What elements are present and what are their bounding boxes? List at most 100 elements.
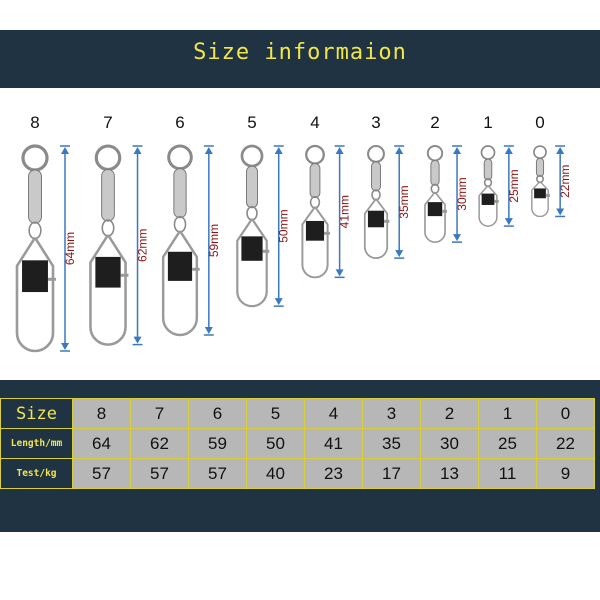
swivel-sleeve bbox=[427, 202, 443, 217]
arrowhead-up bbox=[453, 147, 462, 154]
table-cell: 7 bbox=[130, 398, 189, 429]
swivel-sleeve bbox=[305, 220, 325, 241]
arrowhead-down bbox=[453, 234, 462, 242]
swivel-ring bbox=[21, 144, 49, 172]
swivel-clip bbox=[262, 249, 270, 253]
swivel-clip bbox=[192, 267, 200, 271]
swivel-size-label: 8 bbox=[30, 113, 39, 132]
swivel-size-label: 7 bbox=[103, 113, 112, 132]
arrowhead-down bbox=[204, 326, 213, 334]
table-cell: 30 bbox=[420, 428, 479, 459]
length-label: 30mm bbox=[455, 177, 469, 210]
table-cell: 25 bbox=[478, 428, 537, 459]
swivel-eye bbox=[309, 195, 321, 209]
table-cell: 1 bbox=[478, 398, 537, 429]
table-cell: 0 bbox=[536, 398, 595, 429]
swivel-eye bbox=[101, 219, 115, 237]
swivel-snap bbox=[424, 191, 446, 243]
swivel-barrel bbox=[245, 165, 259, 209]
swivel-snap bbox=[301, 206, 329, 279]
length-label: 64mm bbox=[63, 232, 77, 265]
arrowhead-up bbox=[133, 147, 142, 154]
swivel-ring bbox=[367, 144, 385, 163]
table-cell: 57 bbox=[72, 458, 131, 489]
swivel-ring bbox=[167, 144, 193, 171]
swivel-clip bbox=[442, 209, 448, 213]
swivel-size-label: 6 bbox=[175, 113, 184, 132]
swivel-ring bbox=[533, 145, 547, 159]
length-label: 22mm bbox=[558, 165, 572, 198]
swivel-item: 8 64mm bbox=[15, 113, 77, 353]
swivel-sleeve bbox=[167, 251, 193, 281]
table-cell: 13 bbox=[420, 458, 479, 489]
length-label: 35mm bbox=[397, 185, 411, 218]
length-label: 25mm bbox=[507, 169, 521, 202]
swivel-snap bbox=[89, 234, 127, 346]
swivel-snap bbox=[478, 184, 498, 227]
swivel-eye bbox=[246, 205, 258, 221]
swivel-barrel bbox=[430, 159, 440, 186]
swivel-clip bbox=[120, 273, 129, 277]
table-cell: 50 bbox=[246, 428, 305, 459]
arrowhead-up bbox=[61, 147, 69, 154]
swivel-ring bbox=[305, 144, 325, 165]
table-cell: 5 bbox=[246, 398, 305, 429]
swivel-size-label: 3 bbox=[371, 113, 380, 132]
table-cell: 35 bbox=[362, 428, 421, 459]
length-label: 41mm bbox=[338, 195, 352, 228]
table-cell: 62 bbox=[130, 428, 189, 459]
length-label: 50mm bbox=[277, 209, 291, 242]
arrowhead-up bbox=[504, 147, 513, 154]
table-cell: 2 bbox=[420, 398, 479, 429]
table-cell: 64 bbox=[72, 428, 131, 459]
arrowhead-up bbox=[395, 147, 404, 154]
swivel-item: 6 59mm bbox=[161, 113, 221, 337]
arrowhead-down bbox=[504, 218, 513, 226]
swivel-sleeve bbox=[534, 188, 546, 199]
arrowhead-up bbox=[556, 147, 565, 154]
table-cell: 8 bbox=[72, 398, 131, 429]
swivel-clip bbox=[324, 231, 330, 235]
table-cell: 22 bbox=[536, 428, 595, 459]
swivel-eye bbox=[173, 215, 187, 233]
swivel-sleeve bbox=[241, 236, 263, 261]
swivel-sleeve bbox=[95, 256, 121, 288]
table-cell: 11 bbox=[478, 458, 537, 489]
swivel-sleeve bbox=[22, 260, 48, 293]
arrowhead-down bbox=[556, 208, 565, 216]
arrowhead-down bbox=[133, 336, 142, 344]
swivel-item: 3 35mm bbox=[363, 113, 411, 259]
table-cell: 59 bbox=[188, 428, 247, 459]
table-cell: 57 bbox=[188, 458, 247, 489]
swivel-barrel bbox=[483, 158, 493, 181]
arrowhead-up bbox=[204, 147, 213, 154]
length-label: 59mm bbox=[207, 224, 221, 257]
swivel-size-label: 1 bbox=[483, 113, 492, 132]
swivel-snap bbox=[363, 198, 389, 259]
table-cell: 6 bbox=[188, 398, 247, 429]
table-cell: 23 bbox=[304, 458, 363, 489]
arrowhead-down bbox=[395, 250, 404, 258]
swivel-size-label: 4 bbox=[310, 113, 319, 132]
swivel-ring bbox=[426, 145, 444, 162]
table-cell: 17 bbox=[362, 458, 421, 489]
table-cell: 41 bbox=[304, 428, 363, 459]
swivel-snap bbox=[236, 218, 268, 308]
swivel-clip bbox=[494, 199, 499, 203]
swivel-eye bbox=[28, 221, 42, 240]
swivel-clip bbox=[545, 193, 550, 197]
swivel-ring bbox=[94, 144, 122, 171]
swivel-clip bbox=[384, 219, 390, 223]
page-title: Size informaion bbox=[193, 40, 407, 65]
table-cell: 3 bbox=[362, 398, 421, 429]
swivel-item: 1 25mm bbox=[478, 113, 521, 227]
swivel-sleeve bbox=[367, 210, 385, 228]
swivel-barrel bbox=[371, 161, 381, 192]
